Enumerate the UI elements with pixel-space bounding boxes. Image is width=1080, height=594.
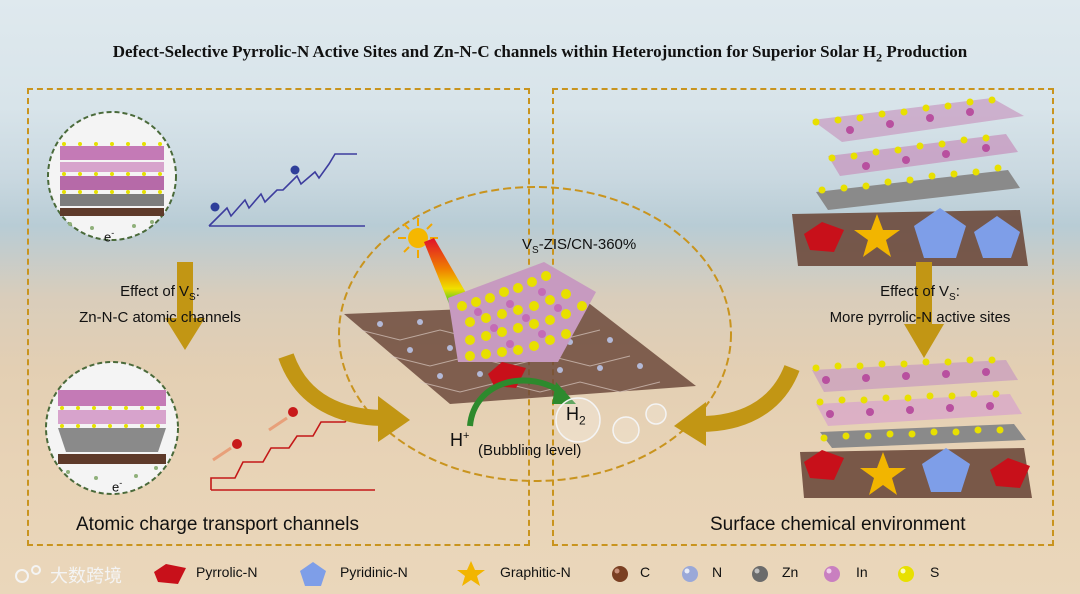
- h2-label: H2: [566, 404, 586, 428]
- zis-crystal: [448, 262, 598, 372]
- right-bottom-pyrrolic-1: [800, 448, 846, 484]
- legend-pyridinic-label: Pyridinic-N: [340, 564, 408, 580]
- legend-s-atom-icon: [896, 564, 916, 584]
- left-curved-arrow: [282, 352, 412, 442]
- legend-in-label: In: [856, 564, 868, 580]
- right-bottom-pyridinic: [920, 446, 972, 496]
- left-top-crystal-circle: [40, 112, 190, 242]
- bubbling-label: (Bubbling level): [478, 442, 581, 459]
- left-effect-label: Effect of VS: Zn-N-C atomic channels: [40, 282, 280, 328]
- right-top-pyridinic-1: [912, 206, 968, 262]
- legend-graphitic-label: Graphitic-N: [500, 564, 571, 580]
- figure-title: Defect-Selective Pyrrolic-N Active Sites…: [0, 42, 1080, 65]
- right-panel-caption: Surface chemical environment: [710, 514, 966, 536]
- material-label: VS-ZIS/CN-360%: [522, 236, 636, 256]
- watermark-logo-icon: [14, 562, 46, 586]
- hplus-label: H+: [450, 430, 469, 451]
- watermark: 大数跨境: [50, 562, 122, 588]
- legend-zn-label: Zn: [782, 564, 798, 580]
- right-bottom-graphitic: [858, 450, 908, 498]
- right-top-graphitic: [852, 212, 902, 260]
- legend-n-label: N: [712, 564, 722, 580]
- left-bottom-electron-label: e-: [112, 478, 122, 494]
- right-bottom-pyrrolic-2: [986, 456, 1032, 492]
- legend-n-atom-icon: [680, 564, 700, 584]
- right-effect-label: Effect of VS: More pyrrolic-N active sit…: [790, 282, 1050, 328]
- legend-c-atom-icon: [610, 564, 630, 584]
- legend-s-label: S: [930, 564, 939, 580]
- legend-pyrrolic-label: Pyrrolic-N: [196, 564, 257, 580]
- legend-c-label: C: [640, 564, 650, 580]
- right-top-pyrrolic: [800, 220, 846, 256]
- legend-zn-atom-icon: [750, 564, 770, 584]
- right-top-pyridinic-2: [972, 214, 1022, 262]
- legend-pyridinic-icon: [298, 560, 328, 588]
- legend: 大数跨境 Pyrrolic-N Pyridinic-N Graphitic-N …: [0, 554, 1080, 594]
- legend-in-atom-icon: [822, 564, 842, 584]
- legend-pyrrolic-icon: [152, 562, 188, 586]
- left-top-electron-label: e-: [104, 228, 114, 244]
- left-panel-caption: Atomic charge transport channels: [76, 514, 359, 536]
- right-curved-arrow: [672, 364, 796, 444]
- legend-graphitic-icon: [456, 560, 486, 588]
